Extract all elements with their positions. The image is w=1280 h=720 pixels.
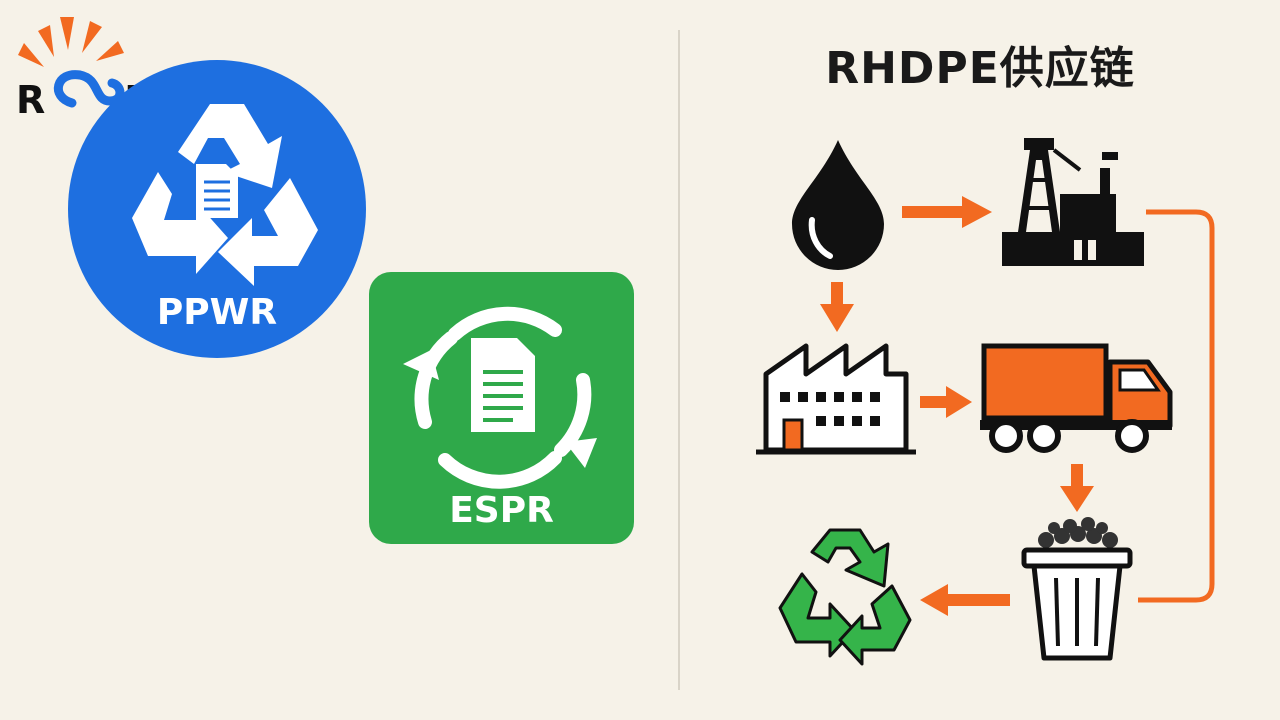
- connector-refinery-to-bin: [1138, 209, 1215, 603]
- arrow-truck-to-bin: [1060, 464, 1094, 512]
- arrow-factory-to-truck: [920, 386, 972, 418]
- recycle-document-icon: [132, 104, 318, 286]
- section-divider: [678, 30, 680, 690]
- factory-icon: [756, 343, 916, 455]
- espr-label: ESPR: [449, 490, 554, 531]
- espr-badge: ESPR: [369, 272, 634, 544]
- arrow-oil-to-factory: [820, 282, 854, 332]
- logo-rays-icon: [18, 17, 125, 108]
- ppwr-badge: PPWR: [68, 60, 366, 358]
- logo-swirl-icon: [53, 70, 125, 108]
- recycle-icon: [778, 528, 912, 666]
- flow-arrows: [820, 196, 1094, 616]
- oil-refinery-icon: [1002, 138, 1144, 266]
- trash-bin-icon: [1021, 517, 1133, 661]
- ppwr-label: PPWR: [156, 292, 278, 333]
- arrow-oil-to-refinery: [902, 196, 992, 228]
- arrow-bin-to-recycle: [920, 584, 1010, 616]
- truck-icon: [980, 343, 1173, 453]
- cycle-document-icon: [403, 306, 597, 489]
- oil-drop-icon: [792, 140, 884, 270]
- supply-chain-title: RHDPE供应链: [825, 43, 1135, 94]
